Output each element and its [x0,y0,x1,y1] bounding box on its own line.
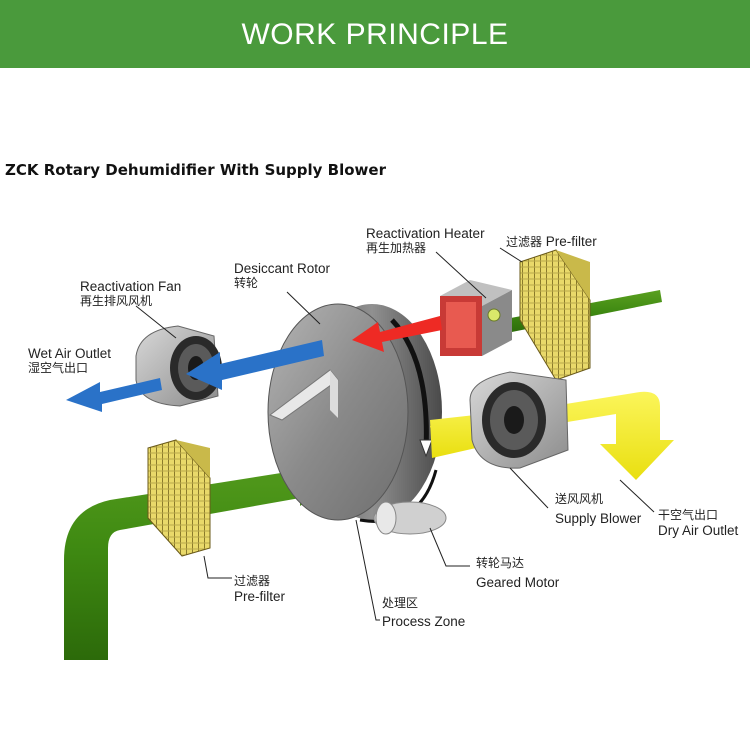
process-air-inlet-duct [64,432,350,660]
label-geared-motor-cn: 转轮马达 [476,556,525,570]
label-prefilter-bottom-cn: 过滤器 [234,574,271,588]
label-process-zone-en: Process Zone [382,614,466,629]
label-reactivation-heater-cn: 再生加热器 [366,241,427,255]
geared-motor-icon [373,501,447,535]
label-reactivation-fan-en: Reactivation Fan [80,279,182,294]
label-supply-blower-en: Supply Blower [555,511,642,526]
supply-blower-icon [469,371,569,469]
label-supply-blower: 送风风机 Supply Blower [555,492,641,526]
label-reactivation-fan: Reactivation Fan 再生排风风机 [80,279,181,309]
title-banner [0,0,750,68]
label-process-zone: 处理区 Process Zone [382,596,465,629]
heated-air-arrow [352,316,442,352]
wet-air-arrow [66,340,324,412]
label-wet-air-outlet-cn: 湿空气出口 [28,361,89,375]
desiccant-rotor-icon [267,303,442,523]
label-dry-air-outlet-cn: 干空气出口 [658,508,719,522]
label-geared-motor: 转轮马达 Geared Motor [476,556,559,590]
label-desiccant-rotor: Desiccant Rotor 转轮 [234,261,330,291]
label-prefilter-top-cn: 过滤器 [506,235,543,249]
label-reactivation-heater-en: Reactivation Heater [366,226,485,241]
label-supply-blower-cn: 送风风机 [555,492,604,506]
label-prefilter-top-en: Pre-filter [545,234,597,249]
label-wet-air-outlet: Wet Air Outlet 湿空气出口 [28,346,111,376]
leader-lines [135,247,655,621]
label-desiccant-rotor-cn: 转轮 [234,276,259,290]
reactivation-heater-icon [440,280,512,356]
label-wet-air-outlet-en: Wet Air Outlet [28,346,112,361]
label-process-zone-cn: 处理区 [382,596,419,610]
label-dry-air-outlet-en: Dry Air Outlet [658,523,739,538]
prefilter-bottom-icon [147,439,211,557]
label-geared-motor-en: Geared Motor [476,575,560,590]
prefilter-top-icon [519,249,591,381]
label-prefilter-top: 过滤器 Pre-filter [506,234,597,250]
label-dry-air-outlet: 干空气出口 Dry Air Outlet [658,508,738,538]
label-reactivation-heater: Reactivation Heater 再生加热器 [366,226,485,256]
diagram-title: ZCK Rotary Dehumidifier With Supply Blow… [5,161,386,179]
label-prefilter-bottom: 过滤器 Pre-filter [234,574,285,604]
label-desiccant-rotor-en: Desiccant Rotor [234,261,331,276]
label-reactivation-fan-cn: 再生排风风机 [80,294,153,308]
banner-title: WORK PRINCIPLE [241,18,509,51]
label-prefilter-bottom-en: Pre-filter [234,589,286,604]
